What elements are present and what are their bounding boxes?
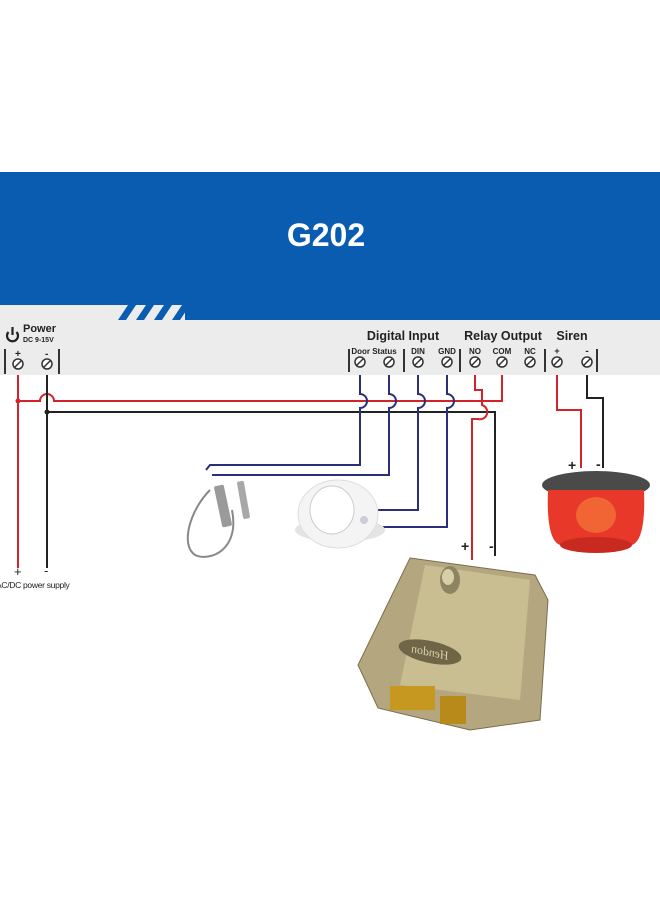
screw-terminal [496, 356, 508, 368]
supply-label: AC/DC power supply [0, 580, 71, 590]
smoke-detector [295, 479, 385, 549]
wire-smoke-a [376, 375, 426, 511]
siren-device-minus: - [596, 456, 601, 472]
com-label: COM [493, 347, 512, 356]
header-band-right [185, 300, 660, 320]
screw-terminal [551, 356, 563, 368]
relay-output-label: Relay Output [464, 329, 543, 343]
screw-terminal [383, 356, 395, 368]
din-label: DIN [411, 347, 425, 356]
screw-terminal [524, 356, 536, 368]
wire-negative-bus [47, 411, 496, 556]
screw-terminal [469, 356, 481, 368]
screw-terminal [354, 356, 366, 368]
electric-lock: + - Hendon [357, 538, 549, 731]
screw-terminals [12, 356, 593, 370]
wire-siren-positive [556, 375, 582, 468]
siren-device: + - [542, 456, 650, 553]
header-stripes [118, 305, 190, 320]
terminal-separators [4, 349, 598, 374]
screw-terminal [441, 356, 453, 368]
gnd-label: GND [438, 347, 456, 356]
lock-plus-label: + [461, 538, 469, 554]
supply-plus-label: + [14, 564, 22, 579]
screw-terminal [41, 358, 53, 370]
power-label: Power [23, 323, 57, 335]
wire-positive-bus [18, 375, 503, 402]
door-contact-sensor [186, 480, 250, 558]
lock-minus-label: - [489, 538, 494, 554]
junction-dot [44, 409, 50, 415]
screw-terminal [12, 358, 24, 370]
siren-plus-label: + [554, 346, 559, 356]
power-icon [5, 327, 20, 343]
terminal-panel [0, 305, 185, 375]
wire-siren-negative [586, 375, 604, 468]
junction-dot [15, 398, 21, 404]
power-plus-label: + [15, 349, 21, 360]
wire-lock-positive [471, 375, 489, 560]
power-sublabel: DC 9-15V [23, 337, 54, 344]
siren-label: Siren [556, 329, 587, 343]
no-label: NO [469, 347, 481, 356]
screw-terminal [581, 356, 593, 368]
supply-minus-label: - [44, 563, 48, 578]
screw-terminal [412, 356, 424, 368]
wire-smoke-b [378, 375, 455, 528]
digital-input-label: Digital Input [367, 329, 440, 343]
header-title: G202 [287, 217, 365, 253]
wire-door-sensor-a [205, 375, 368, 471]
wire-door-sensor-b [212, 375, 397, 476]
terminal-panel [185, 320, 660, 375]
nc-label: NC [524, 347, 536, 356]
siren-minus-label: - [585, 346, 588, 357]
header-band [0, 172, 660, 305]
siren-device-plus: + [568, 457, 576, 473]
door-status-label: Door Status [351, 347, 397, 356]
power-minus-label: - [45, 349, 48, 360]
